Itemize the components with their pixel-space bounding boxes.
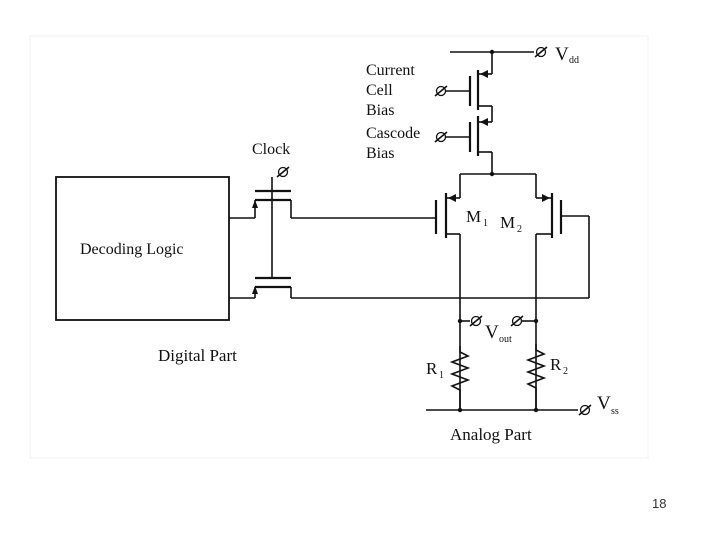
vss-label-sub: ss xyxy=(611,406,619,417)
m1-label: M xyxy=(466,207,481,226)
current-cell-bias-label-1: Current xyxy=(366,62,415,79)
vout-terminals xyxy=(457,315,539,327)
digital-part-label: Digital Part xyxy=(158,346,237,365)
current-source-transistor xyxy=(434,52,493,122)
m2-label: M xyxy=(500,213,515,232)
r1-label: R xyxy=(426,359,438,378)
clock-line xyxy=(271,166,290,278)
vss-rail xyxy=(426,404,592,416)
r2-resistor xyxy=(525,344,547,410)
vout-label: V xyxy=(485,322,499,343)
cascode-transistor xyxy=(434,116,495,177)
vout-label-sub: out xyxy=(499,334,512,345)
m1-label-sub: 1 xyxy=(483,218,488,229)
m2-label-sub: 2 xyxy=(517,224,522,235)
current-cell-bias-label-3: Bias xyxy=(366,102,394,119)
vdd-label: V xyxy=(555,44,569,65)
r1-resistor xyxy=(449,346,471,410)
r1-label-sub: 1 xyxy=(439,370,444,381)
analog-part-label: Analog Part xyxy=(450,425,532,444)
r2-label-sub: 2 xyxy=(563,366,568,377)
tail-node xyxy=(459,173,537,198)
decoding-logic-label: Decoding Logic xyxy=(80,241,184,258)
current-cell-bias-label-2: Cell xyxy=(366,82,393,99)
upper-latch xyxy=(229,189,436,219)
lower-latch xyxy=(229,215,590,299)
decoding-logic-block xyxy=(55,176,230,321)
vdd-label-sub: dd xyxy=(569,55,579,66)
cascode-bias-label-1: Cascode xyxy=(366,125,420,142)
r2-label: R xyxy=(550,355,562,374)
cascode-bias-label-2: Bias xyxy=(366,145,394,162)
slide-number: 18 xyxy=(652,496,667,511)
clock-label: Clock xyxy=(252,141,290,158)
vss-label: V xyxy=(597,393,611,414)
